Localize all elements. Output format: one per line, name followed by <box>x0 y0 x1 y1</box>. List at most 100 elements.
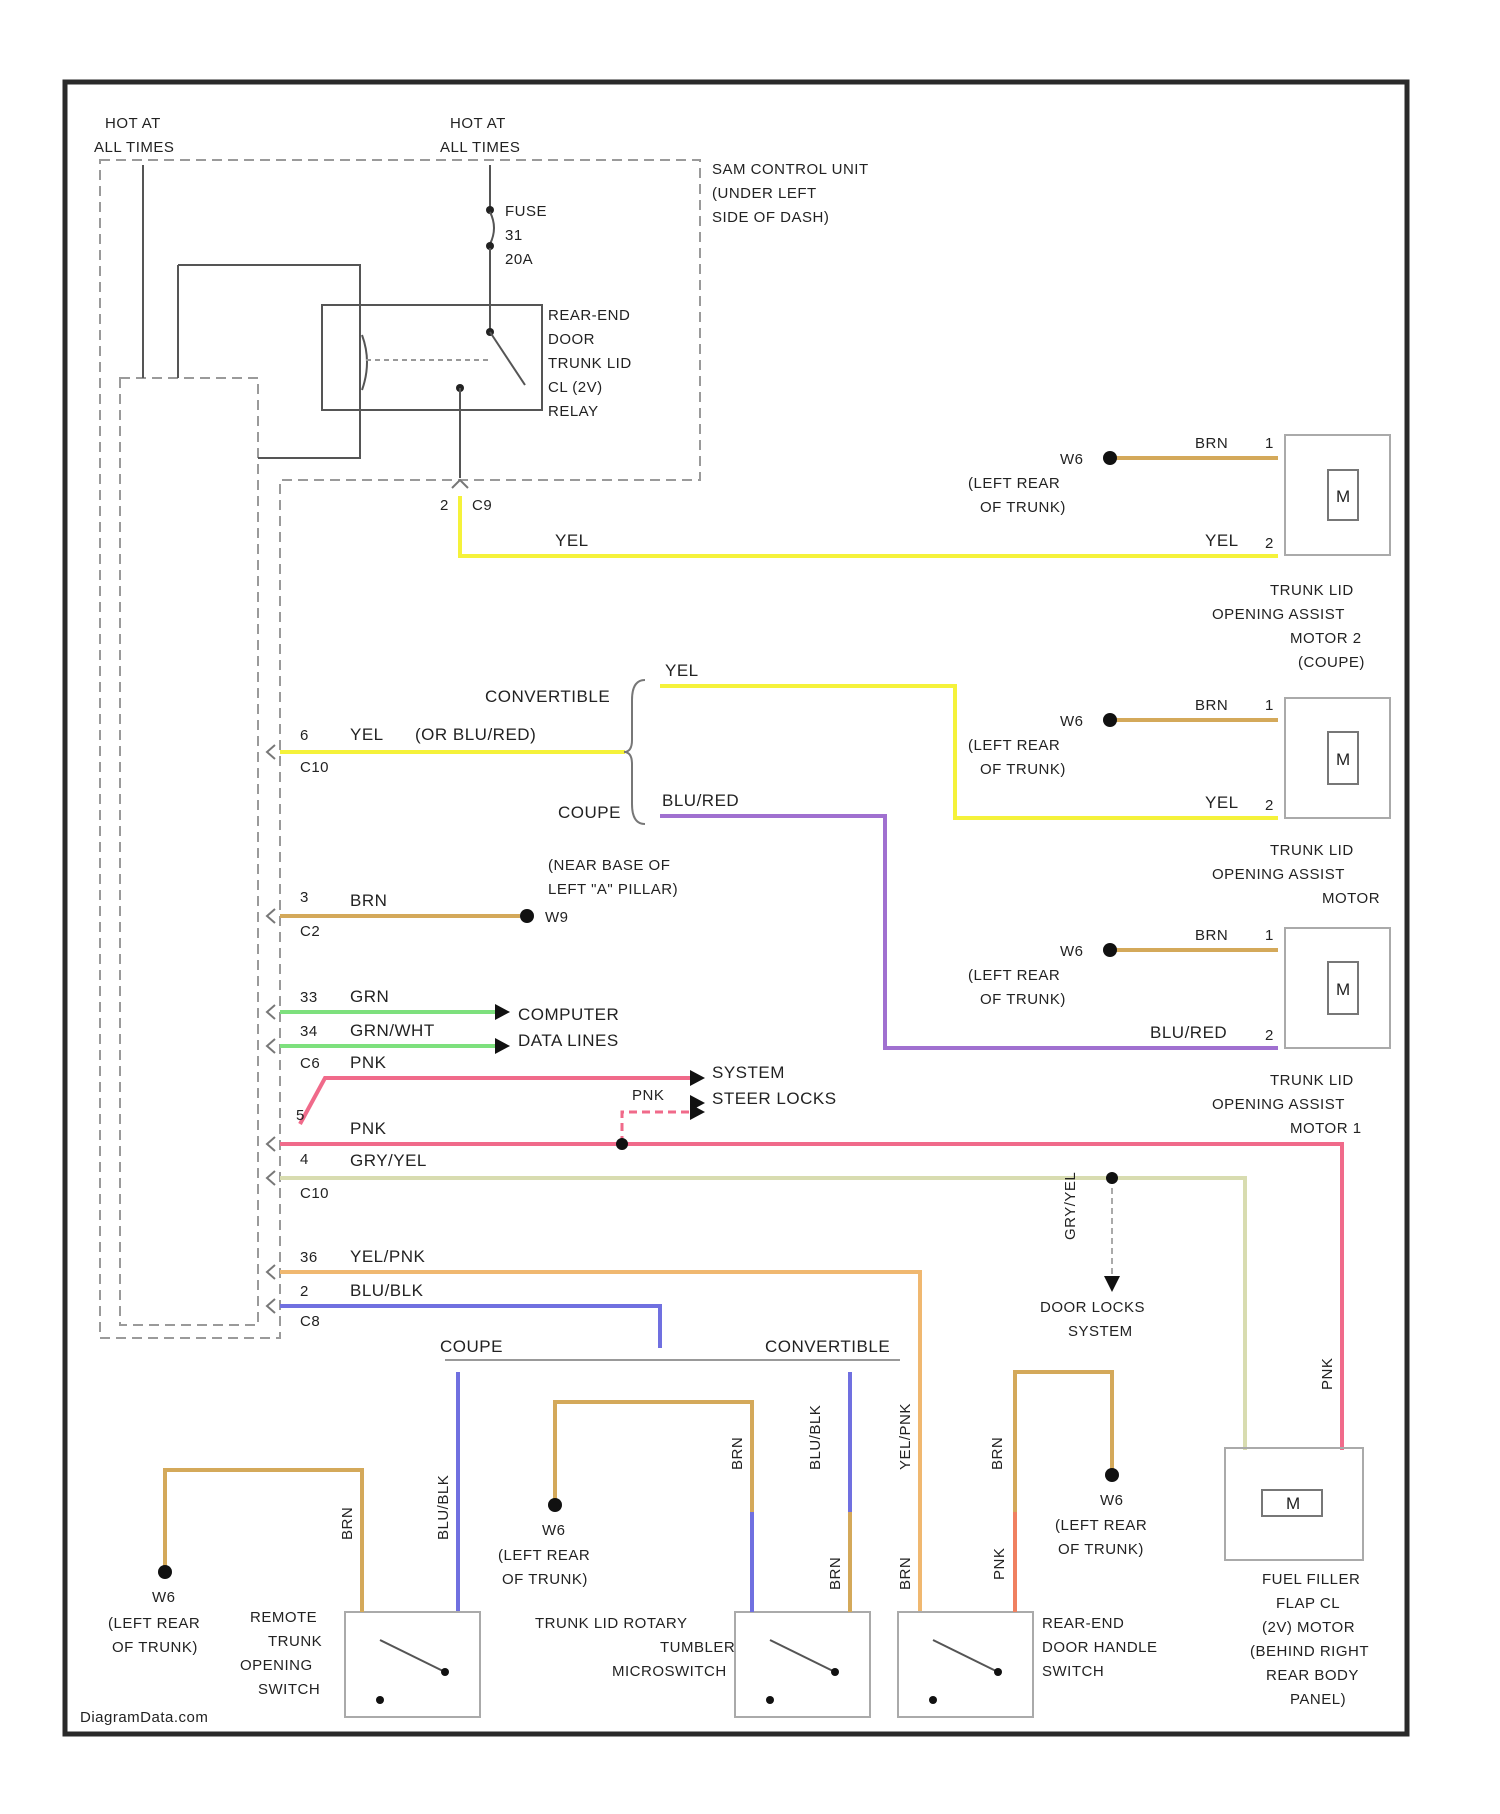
w6-label-handle: W6 <box>1100 1492 1124 1509</box>
motor1-m: M <box>1336 980 1351 999</box>
a-pillar-label-2: LEFT "A" PILLAR) <box>548 881 678 898</box>
w6-label-motor2: W6 <box>1060 451 1084 468</box>
sam-label-2: (UNDER LEFT <box>712 185 817 202</box>
ground-handle-2: OF TRUNK) <box>1058 1541 1144 1558</box>
gry-yel-splice <box>1106 1172 1118 1184</box>
motor1-label-3: MOTOR 1 <box>1290 1120 1362 1137</box>
ground-motor2-2: OF TRUNK) <box>980 499 1066 516</box>
sam-label-1: SAM CONTROL UNIT <box>712 161 869 178</box>
fuse-label-1: FUSE <box>505 203 547 220</box>
handle-label-1: REAR-END <box>1042 1615 1124 1632</box>
w9-label: W9 <box>545 909 569 926</box>
pnk-label-handle: PNK <box>991 1548 1008 1580</box>
w6-label-rotary: W6 <box>542 1522 566 1539</box>
hot-left-2: ALL TIMES <box>94 139 174 156</box>
blu-red-label-coupe: BLU/RED <box>662 791 739 810</box>
pnk-splice <box>616 1138 628 1150</box>
motor2-label-1: TRUNK LID <box>1270 582 1354 599</box>
fuel-label-5: REAR BODY <box>1266 1667 1359 1684</box>
gry-yel-label: GRY/YEL <box>350 1151 427 1170</box>
coupe-label-1: COUPE <box>558 803 621 822</box>
yel-label-c10: YEL <box>350 725 384 744</box>
remote-label-2: TRUNK <box>268 1633 322 1650</box>
relay-coil <box>362 335 367 390</box>
ground-remote-1: (LEFT REAR <box>108 1615 200 1632</box>
blu-blk-label: BLU/BLK <box>350 1281 424 1300</box>
yel-label-top: YEL <box>555 531 589 550</box>
convertible-label-1: CONVERTIBLE <box>485 687 610 706</box>
connector-c10-a: C10 <box>300 759 329 776</box>
hot-right-1: HOT AT <box>450 115 506 132</box>
ground-rotary-2: OF TRUNK) <box>502 1571 588 1588</box>
blu-red-wire-motor1 <box>660 816 1278 1048</box>
rotary-label-3: MICROSWITCH <box>612 1663 727 1680</box>
remote-label-3: OPENING <box>240 1657 313 1674</box>
brn-label-motor2: BRN <box>1195 435 1228 452</box>
yel-label-conv: YEL <box>665 661 699 680</box>
pnk-label-2: PNK <box>350 1119 387 1138</box>
yel-label-motor: YEL <box>1205 793 1239 812</box>
yel-pnk-wire <box>280 1272 920 1612</box>
yel-pnk-label-vert: YEL/PNK <box>897 1403 914 1470</box>
gry-yel-label-vert: GRY/YEL <box>1062 1172 1079 1240</box>
ground-w6-motor <box>1103 713 1117 727</box>
arrow-door-locks <box>1104 1276 1120 1292</box>
motor2-label-3: MOTOR 2 <box>1290 630 1362 647</box>
system-label-2: STEER LOCKS <box>712 1089 837 1108</box>
w6-label-motor1: W6 <box>1060 943 1084 960</box>
computer-label-1: COMPUTER <box>518 1005 619 1024</box>
brn-label-motor1: BRN <box>1195 927 1228 944</box>
motor2-pin2: 2 <box>1265 535 1274 552</box>
remote-switch-box <box>345 1612 480 1717</box>
ground-w6-handle <box>1105 1468 1119 1482</box>
rotary-switch-box <box>735 1612 870 1717</box>
ground-w6-remote <box>158 1565 172 1579</box>
relay-box <box>322 305 542 410</box>
handle-switch-box <box>898 1612 1033 1717</box>
brn-label-rotary: BRN <box>729 1437 746 1470</box>
motor-m: M <box>1336 750 1351 769</box>
pnk-wire-branch <box>622 1112 690 1144</box>
ground-w6-motor2 <box>1103 451 1117 465</box>
diagram-frame <box>65 82 1407 1734</box>
ground-motor1-1: (LEFT REAR <box>968 967 1060 984</box>
pin-2: 2 <box>300 1283 309 1300</box>
w6-label-remote: W6 <box>152 1589 176 1606</box>
rotary-switch-pivot <box>831 1668 839 1676</box>
motor2-label-2: OPENING ASSIST <box>1212 606 1345 623</box>
motor1-pin1: 1 <box>1265 927 1274 944</box>
motor1-label-1: TRUNK LID <box>1270 1072 1354 1089</box>
fuel-label-4: (BEHIND RIGHT <box>1250 1643 1369 1660</box>
coupe-label-2: COUPE <box>440 1337 503 1356</box>
fuel-label-3: (2V) MOTOR <box>1262 1619 1355 1636</box>
w6-label-motor: W6 <box>1060 713 1084 730</box>
connector-c2: C2 <box>300 923 320 940</box>
remote-label-1: REMOTE <box>250 1609 317 1626</box>
remote-switch-pivot <box>441 1668 449 1676</box>
motor-label-1: TRUNK LID <box>1270 842 1354 859</box>
variant-bracket <box>624 680 645 824</box>
motor-pin2: 2 <box>1265 797 1274 814</box>
fuel-label-6: PANEL) <box>1290 1691 1346 1708</box>
pin-4: 4 <box>300 1151 309 1168</box>
brn-label-rotary-2: BRN <box>827 1557 844 1590</box>
brn-label-motor: BRN <box>1195 697 1228 714</box>
ground-remote-2: OF TRUNK) <box>112 1639 198 1656</box>
brn-label-remote: BRN <box>339 1507 356 1540</box>
ground-motor-1: (LEFT REAR <box>968 737 1060 754</box>
blu-red-label-motor1: BLU/RED <box>1150 1023 1227 1042</box>
handle-label-3: SWITCH <box>1042 1663 1104 1680</box>
convertible-label-2: CONVERTIBLE <box>765 1337 890 1356</box>
computer-label-2: DATA LINES <box>518 1031 619 1050</box>
motor1-label-2: OPENING ASSIST <box>1212 1096 1345 1113</box>
sam-label-3: SIDE OF DASH) <box>712 209 829 226</box>
handle-label-2: DOOR HANDLE <box>1042 1639 1158 1656</box>
remote-switch-contact <box>376 1696 384 1704</box>
connector-c8: C8 <box>300 1313 320 1330</box>
sam-inner-box <box>120 378 258 1325</box>
arrow-system-1 <box>690 1070 705 1086</box>
remote-label-4: SWITCH <box>258 1681 320 1698</box>
rotary-switch-contact <box>766 1696 774 1704</box>
grn-label: GRN <box>350 987 389 1006</box>
motor2-m: M <box>1336 487 1351 506</box>
